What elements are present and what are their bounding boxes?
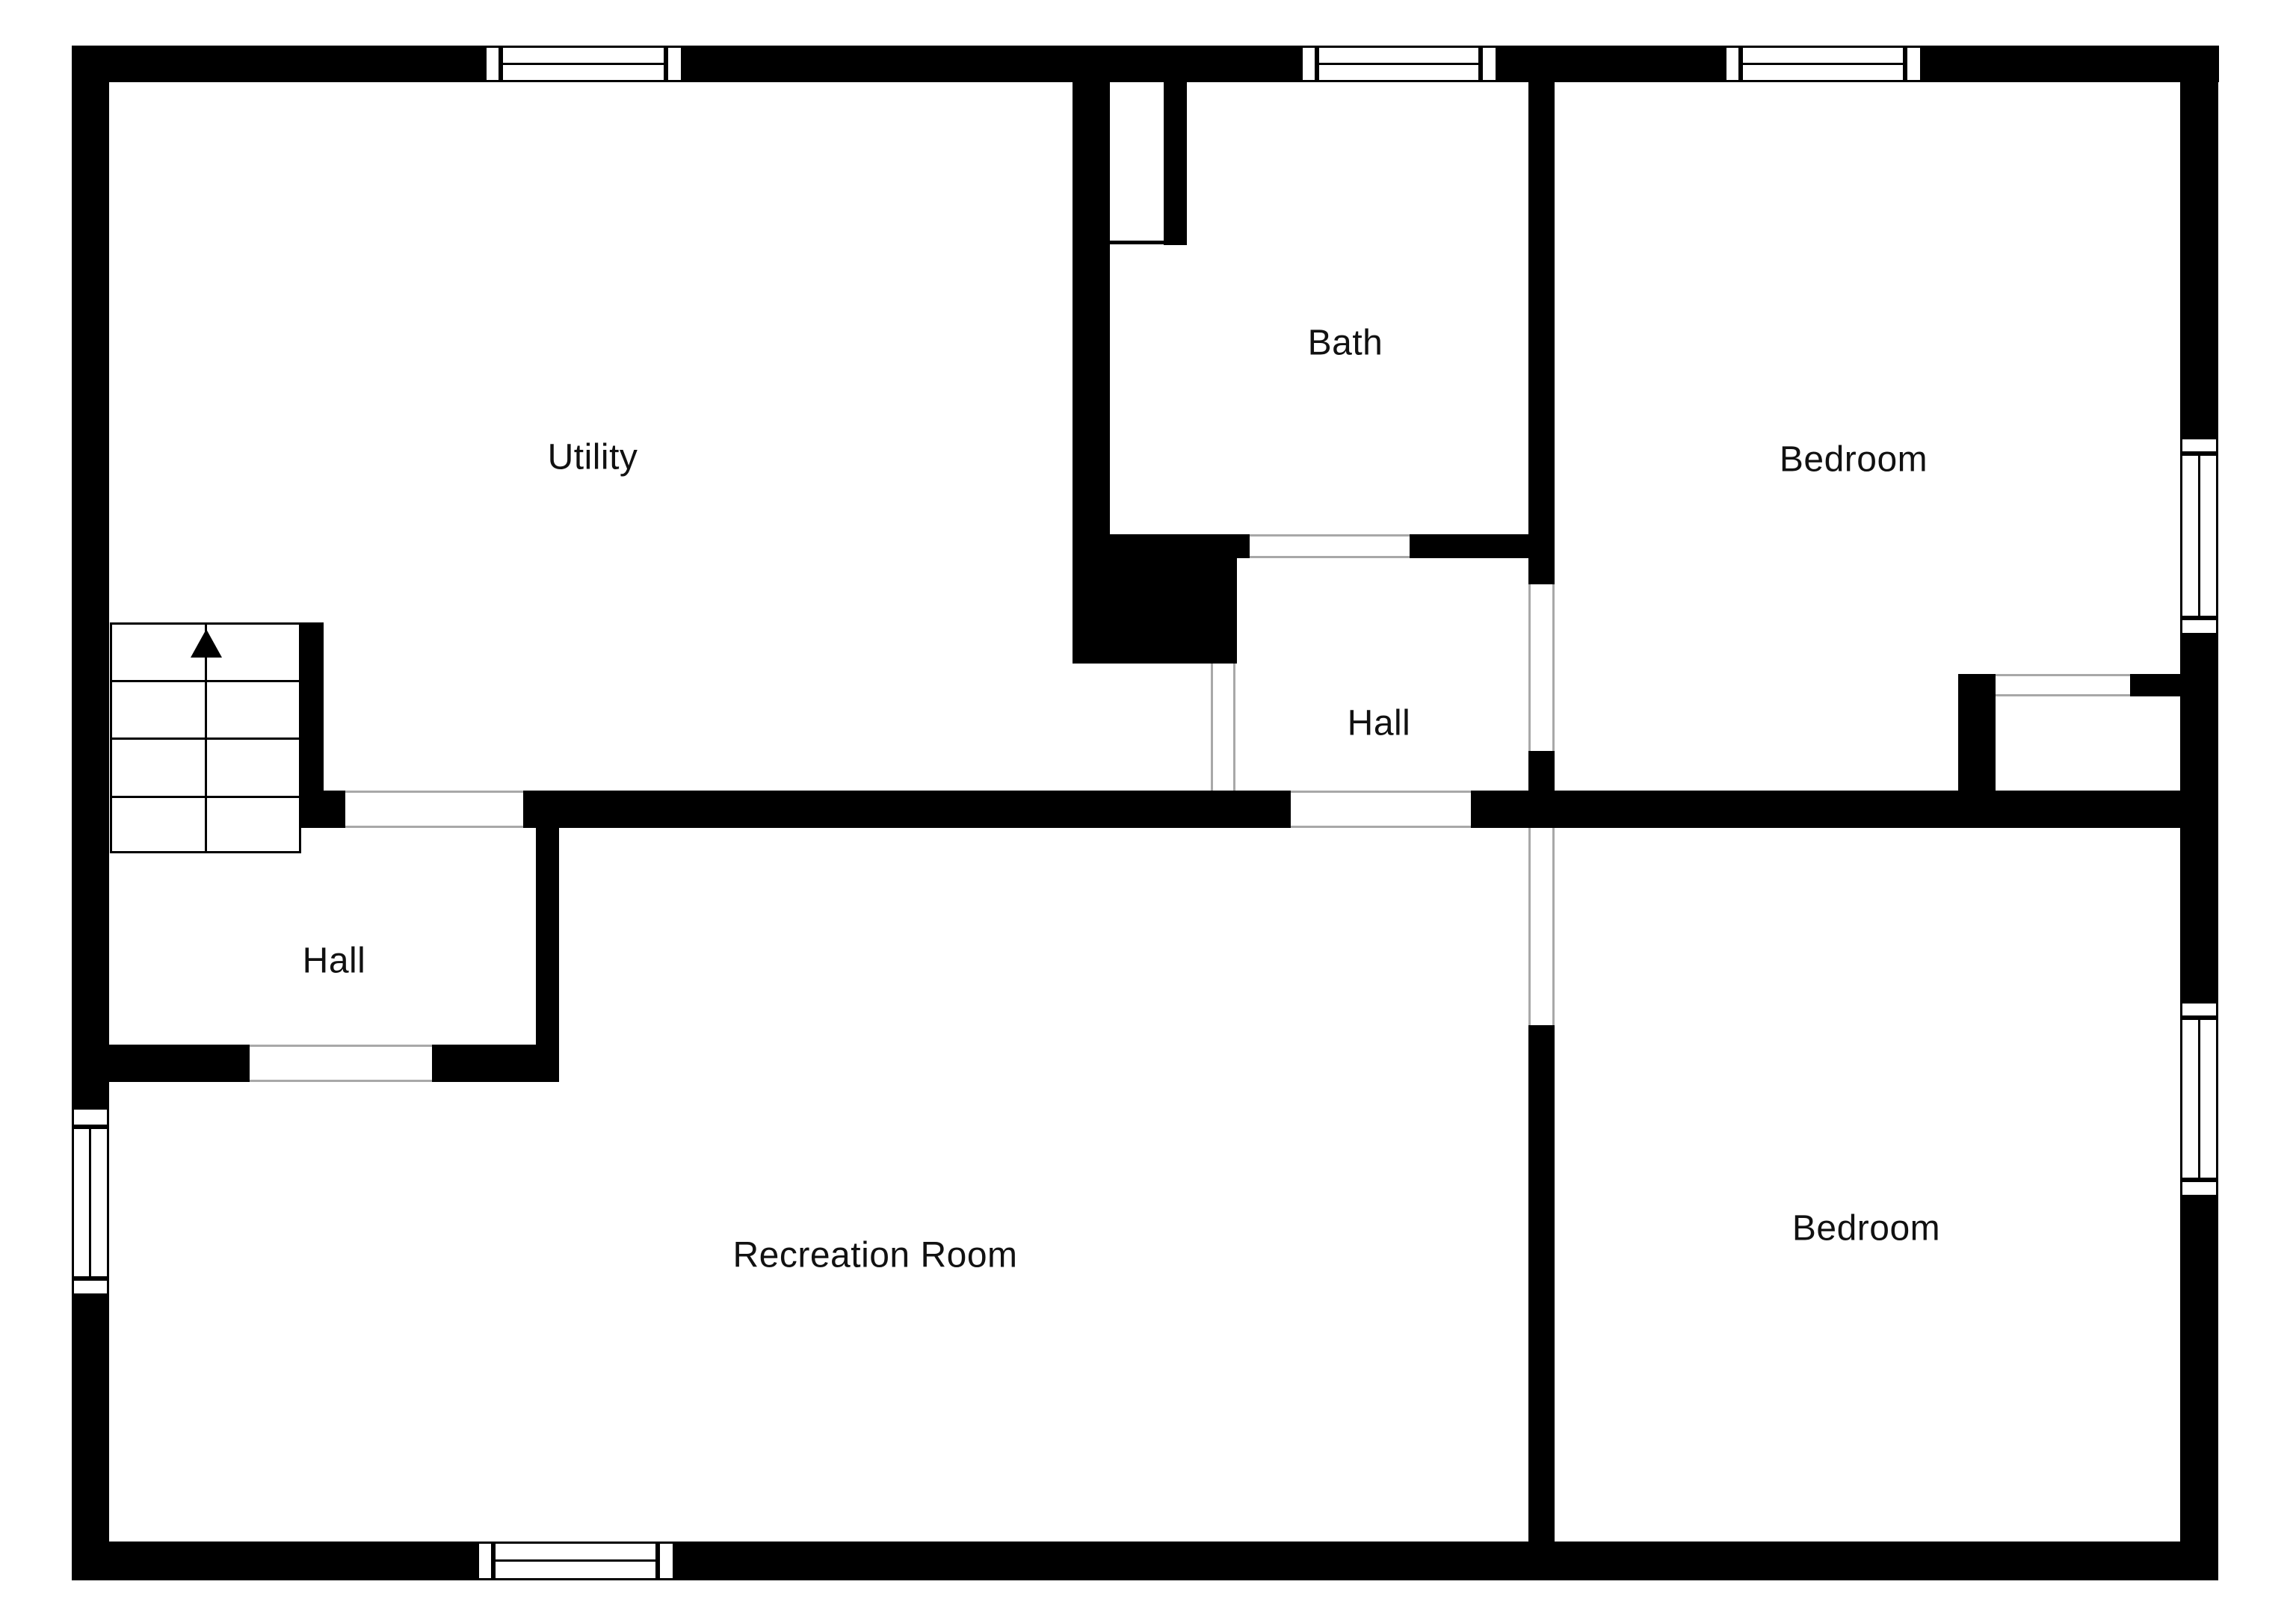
wall-right	[2180, 46, 2218, 437]
window	[2180, 437, 2218, 635]
wall-bottom	[675, 1542, 2218, 1580]
window	[1300, 46, 1498, 82]
door-opening-hall-utility	[1211, 664, 1235, 791]
room-label-bath: Bath	[1307, 323, 1383, 363]
wall-bath-bottom	[1110, 534, 1250, 558]
wall-top	[1922, 46, 2219, 82]
wall-nook-east	[2130, 674, 2180, 696]
room-label-hall-left: Hall	[302, 941, 366, 981]
room-label-bedroom-top: Bedroom	[1779, 439, 1928, 480]
stairs-up-arrow-icon	[191, 629, 222, 658]
room-label-bedroom-bottom: Bedroom	[1792, 1208, 1941, 1249]
wall-closet-right	[1164, 82, 1187, 245]
window	[72, 1107, 109, 1296]
door-opening-hall-bedroom	[1528, 584, 1555, 751]
door-opening-bath	[1250, 534, 1410, 558]
stair-center-line	[205, 625, 207, 851]
window	[477, 1542, 675, 1580]
wall-left-hall-right	[536, 828, 559, 1082]
chimney-block	[1073, 558, 1237, 664]
wall-main-horizontal	[523, 791, 1291, 828]
window	[484, 46, 683, 82]
wall-top	[683, 46, 1300, 82]
wall-nook-stub	[1958, 674, 1996, 791]
wall-stairs-right	[301, 622, 324, 791]
wall-rec-bedroom-divider	[1528, 1025, 1555, 1542]
door-opening-hall-left-recroom	[250, 1045, 432, 1082]
wall-bath-bottom	[1410, 534, 1528, 558]
wall-left	[72, 46, 109, 1107]
wall-left	[72, 1296, 109, 1580]
closet-bottom-line	[1110, 241, 1164, 244]
staircase	[110, 622, 301, 853]
wall-bottom	[72, 1542, 477, 1580]
window	[2180, 1001, 2218, 1197]
wall-left-hall-bottom	[109, 1045, 250, 1082]
room-label-hall-middle: Hall	[1347, 703, 1411, 743]
window	[1724, 46, 1922, 82]
wall-right	[2180, 635, 2218, 1001]
room-label-recreation: Recreation Room	[732, 1235, 1018, 1275]
wall-bath-bedroom-divider	[1528, 82, 1555, 584]
wall-top	[1498, 46, 1724, 82]
door-opening-bedroom-nook	[1996, 674, 2130, 696]
wall-top	[72, 46, 484, 82]
wall-stair-block	[301, 791, 345, 828]
wall-utility-bath-divider	[1073, 82, 1110, 558]
wall-left-hall-bottom	[432, 1045, 559, 1082]
wall-bedroom-bottom	[1555, 791, 2180, 828]
wall-main-horizontal	[1471, 791, 1555, 828]
door-opening-utility-hall-left	[345, 791, 523, 828]
wall-right	[2180, 1197, 2218, 1580]
door-opening-hall-recroom	[1291, 791, 1471, 828]
room-label-utility: Utility	[547, 437, 638, 477]
door-opening-recroom-bedroom	[1528, 828, 1555, 1025]
